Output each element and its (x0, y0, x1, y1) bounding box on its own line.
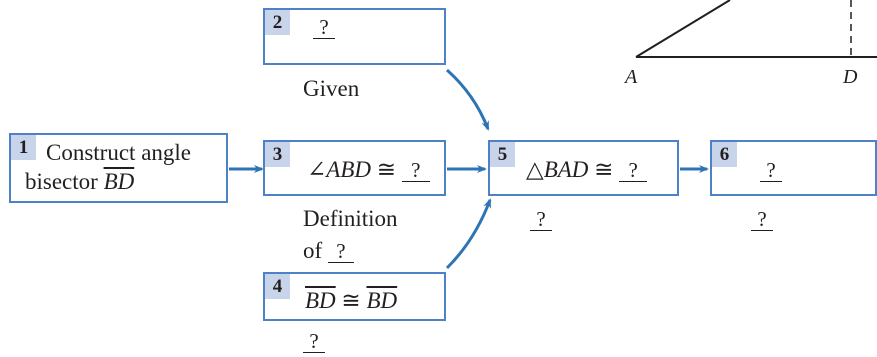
step-1-line1: Construct angle (46, 140, 191, 165)
step-5-blank[interactable]: ? (619, 159, 648, 182)
step-5-number: 5 (490, 142, 515, 167)
triangle-symbol: △ (526, 157, 544, 182)
step-2-blank[interactable]: ? (313, 16, 335, 39)
point-label-a: A (625, 66, 638, 88)
step-6-blank[interactable]: ? (760, 159, 782, 182)
triangle-bad: BAD (543, 157, 589, 182)
step-5-box: 5 △BAD ≅ ? (488, 140, 679, 196)
step-1-box: 1 Construct angle bisector BD (9, 133, 228, 203)
arrow-4-to-5 (445, 198, 492, 270)
step-3-reason-prefix: of (303, 238, 328, 263)
segment-bd: BD (103, 169, 135, 194)
step-4-number: 4 (265, 274, 290, 299)
point-label-d: D (843, 66, 858, 88)
step-6-box: 6 ? (710, 140, 877, 196)
step-5-reason: ? (530, 203, 552, 235)
step-3-reason-line2: of ? (303, 235, 354, 267)
step-6-statement: ? (760, 157, 782, 183)
step-2-number: 2 (265, 10, 290, 35)
arrow-2-to-5 (446, 68, 490, 131)
step-4-statement: BD ≅ BD (305, 288, 397, 314)
step-3-number: 3 (265, 142, 290, 167)
step-3-reason-line1: Definition (303, 206, 398, 231)
step-1-number: 1 (11, 135, 36, 160)
segment-bd-left: BD (305, 288, 336, 313)
step-3-box: 3 ∠ABD ≅ ? (263, 140, 446, 196)
step-6-number: 6 (712, 142, 737, 167)
step-1-line2: bisector BD (25, 169, 134, 195)
step-2-reason: Given (303, 76, 360, 101)
step-2-statement: ? (313, 14, 335, 40)
step-6-reason: ? (751, 203, 773, 235)
step-4-box: 4 BD ≅ BD (263, 272, 446, 321)
step-2-box: 2 ? (263, 8, 446, 65)
congruent-symbol: ≅ (588, 157, 620, 182)
congruent-symbol: ≅ (371, 157, 402, 182)
angle-abd: ABD (326, 157, 371, 182)
step-5-reason-blank[interactable]: ? (530, 208, 552, 231)
side-a-to-apex (635, 0, 731, 58)
step-4-reason: ? (303, 325, 325, 357)
step-6-reason-blank[interactable]: ? (751, 208, 773, 231)
step-3-reason-blank[interactable]: ? (327, 240, 354, 263)
congruent-symbol: ≅ (335, 288, 367, 313)
segment-bd-right: BD (366, 288, 398, 313)
step-3-statement: ∠ABD ≅ ? (307, 157, 430, 183)
step-5-statement: △BAD ≅ ? (526, 157, 648, 183)
angle-symbol: ∠ (307, 157, 327, 182)
step-4-reason-blank[interactable]: ? (303, 330, 325, 353)
step-3-blank[interactable]: ? (401, 159, 430, 182)
step-1-line2-prefix: bisector (25, 169, 104, 194)
